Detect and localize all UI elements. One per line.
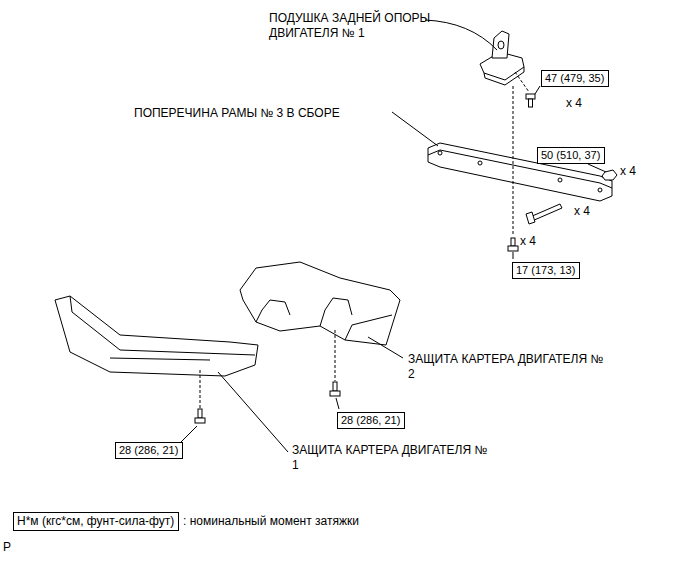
leader-line — [180, 426, 197, 443]
bolt-shank — [530, 204, 562, 221]
bolt — [526, 94, 535, 107]
quantity-mark: x 4 — [574, 204, 590, 219]
mount-body — [492, 31, 509, 58]
mount-hole — [498, 41, 504, 49]
bolt-head — [195, 418, 205, 423]
part-name: ЗАЩИТА КАРТЕРА ДВИГАТЕЛЯ № 1 — [292, 443, 492, 473]
hole — [598, 188, 602, 192]
torque-value: 28 (286, 21) — [341, 414, 401, 427]
nut — [602, 170, 617, 180]
leader-line — [513, 252, 514, 259]
torque-value: 47 (479, 35) — [545, 72, 605, 85]
dashed-line — [513, 86, 514, 236]
leader-line — [588, 164, 606, 172]
torque-box: 28 (286, 21) — [115, 442, 183, 459]
hole — [558, 178, 562, 182]
dashed-line — [200, 370, 201, 408]
torque-box: 47 (479, 35) — [541, 70, 609, 87]
bolt-head — [526, 212, 535, 224]
torque-box: 28 (286, 21) — [337, 412, 405, 429]
bolt-head — [330, 391, 340, 396]
bolt-shank — [333, 382, 337, 391]
engine-mount — [480, 31, 524, 85]
bolt — [195, 409, 205, 423]
torque-value: Н*м (кгс*см, фунт-сила-фут) — [17, 514, 175, 529]
crossmember — [428, 143, 612, 201]
bolt — [526, 204, 562, 224]
bolt-shank — [529, 99, 533, 107]
leader-line — [218, 372, 288, 452]
torque-value: 50 (510, 37) — [541, 149, 601, 162]
leader-line — [368, 337, 403, 358]
bolt-shank — [198, 409, 202, 418]
torque-box: Н*м (кгс*см, фунт-сила-фут) — [13, 512, 179, 531]
mount-edge — [484, 67, 524, 85]
plate-outline — [240, 262, 400, 345]
leader-line — [425, 20, 497, 50]
bolt-shank — [511, 238, 515, 246]
leader-line — [336, 398, 339, 409]
leader-line — [535, 86, 540, 94]
part-name: ПОДУШКА ЗАДНЕЙ ОПОРЫ ДВИГАТЕЛЯ № 1 — [269, 11, 444, 41]
crossmember-beam — [428, 143, 612, 201]
leader-line — [392, 112, 438, 146]
bolt — [508, 238, 518, 251]
bolt-head — [526, 94, 535, 99]
quantity-mark: P — [3, 540, 11, 555]
skid-plate-1 — [55, 296, 258, 376]
hole — [438, 151, 442, 155]
torque-box: 17 (173, 13) — [512, 262, 580, 279]
plate-detail — [70, 296, 255, 360]
quantity-mark: x 4 — [620, 164, 636, 179]
skid-plate-2 — [240, 262, 400, 345]
part-name: ЗАЩИТА КАРТЕРА ДВИГАТЕЛЯ № 2 — [408, 352, 608, 382]
dashed-line — [335, 330, 336, 381]
nut-body — [602, 170, 617, 180]
hole — [478, 161, 482, 165]
bolt — [330, 382, 340, 396]
bolt-head — [508, 246, 518, 251]
part-name: ПОПЕРЕЧИНА РАМЫ № 3 В СБОРЕ — [134, 106, 340, 121]
plate-detail — [256, 298, 352, 326]
torque-value: 17 (173, 13) — [516, 264, 576, 277]
part-name: : номинальный момент затяжки — [183, 514, 359, 529]
crossmember-edge — [428, 150, 612, 188]
quantity-mark: x 4 — [566, 96, 582, 111]
plate-outline — [55, 296, 258, 376]
plate-detail — [345, 315, 392, 340]
torque-box: 50 (510, 37) — [537, 147, 605, 164]
dashed-line — [515, 72, 529, 92]
quantity-mark: x 4 — [520, 234, 536, 249]
torque-value: 28 (286, 21) — [119, 444, 179, 457]
